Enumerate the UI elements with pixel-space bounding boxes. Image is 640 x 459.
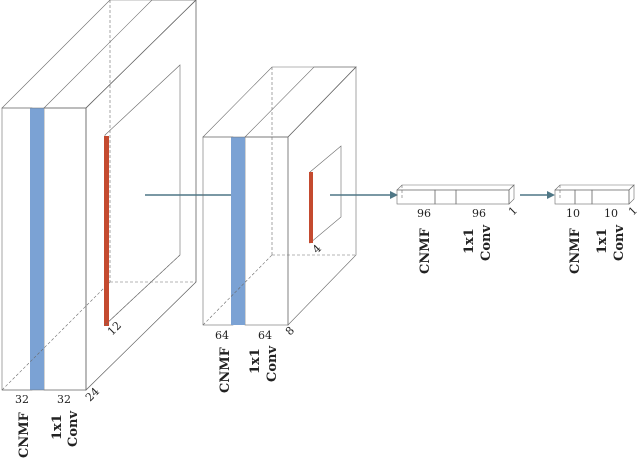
block-4-cnmf-dark-strip	[574, 189, 593, 205]
block-4-conv-slab	[591, 189, 630, 205]
block-4-top-face	[554, 184, 635, 191]
block-3-cnmf-width: 96	[417, 207, 431, 220]
block-1-cnmf-label: CNMF	[17, 411, 32, 458]
block-1-kernel-front	[104, 136, 109, 326]
block-1-conv-label-line1: 1x1	[50, 414, 65, 440]
block-2-conv-label-line2: Conv	[265, 346, 280, 382]
block-2-cnmf-dark-strip	[231, 137, 245, 325]
block-2: 4 64 64 8 CNMF 1x1 Conv	[202, 66, 357, 393]
block-2-kernel-front	[309, 172, 313, 243]
block-3-cnmf-dark-strip	[434, 189, 457, 205]
block-3-cnmf-slab	[396, 189, 436, 205]
block-4-end-face	[628, 184, 635, 205]
block-3-end-face	[508, 184, 515, 205]
block-2-cnmf-width: 64	[215, 329, 229, 342]
block-4-cnmf-slab	[554, 189, 576, 205]
block-4-conv-width: 10	[604, 207, 618, 220]
block-4-conv-label-line1: 1x1	[595, 228, 610, 254]
block-3-top-face	[396, 184, 515, 191]
block-1-cnmf-width: 32	[15, 393, 29, 406]
block-3-conv-width: 96	[472, 207, 486, 220]
block-2-top-conv	[244, 66, 357, 138]
block-4-conv-label-line2: Conv	[612, 225, 627, 261]
block-3: 96 96 1 CNMF 1x1 Conv	[396, 184, 520, 274]
block-4-cnmf-width: 10	[566, 207, 580, 220]
arrow-3-head	[547, 191, 555, 199]
block-1-top-face	[1, 0, 197, 109]
block-1-cnmf-slab	[1, 107, 33, 391]
block-3-conv-depth: 1	[506, 204, 520, 218]
block-2-cnmf-slab	[202, 136, 234, 326]
block-2-conv-depth	[287, 66, 357, 326]
block-3-conv-label-line2: Conv	[479, 225, 494, 261]
block-4: 10 10 1 CNMF 1x1 Conv	[554, 184, 640, 274]
block-2-cnmf-label: CNMF	[218, 346, 233, 393]
arrow-2-head	[390, 191, 398, 199]
block-4-cnmf-label: CNMF	[568, 227, 583, 274]
block-1-conv-width: 32	[57, 393, 71, 406]
block-1: 12 32 32 24 CNMF 1x1 Conv	[1, 0, 197, 458]
block-2-conv-width: 64	[258, 329, 272, 342]
block-2-conv-slab	[244, 136, 289, 326]
block-1-cnmf-dark-strip	[30, 108, 44, 390]
block-4-conv-depth: 1	[626, 204, 640, 218]
block-3-conv-slab	[455, 189, 510, 205]
block-2-kernel-label: 4	[310, 242, 324, 256]
block-3-conv-label-line1: 1x1	[462, 228, 477, 254]
block-3-cnmf-label: CNMF	[418, 227, 433, 274]
block-2-conv-depth: 8	[283, 324, 297, 338]
block-1-conv-slab	[43, 107, 87, 391]
block-1-conv-label-line2: Conv	[66, 411, 81, 447]
block-1-top-conv	[43, 0, 197, 109]
block-2-conv-label-line1: 1x1	[248, 348, 263, 374]
